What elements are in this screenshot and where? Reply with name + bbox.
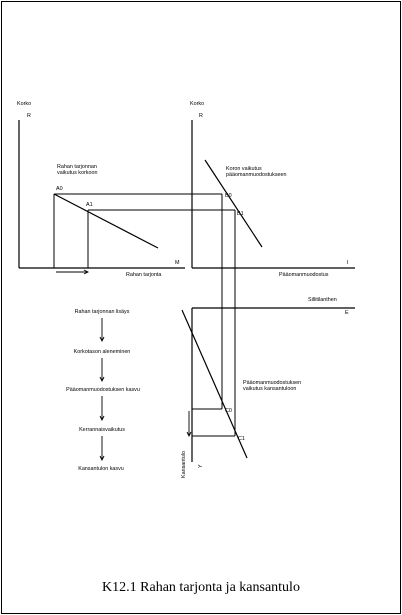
flow-arrowhead-2	[99, 376, 105, 383]
money-increase-arrowhead	[83, 269, 90, 275]
figure-caption: K12.1 Rahan tarjonta ja kansantulo	[102, 580, 300, 595]
lower-panel: Sillitilanthen E Pääomanmuodostuksen vai…	[181, 297, 355, 478]
left-x-axis-symbol: M	[175, 260, 180, 266]
flow-step-4: Kerrannaisvaikutus	[79, 427, 125, 433]
right-panel: Korko R I Pääomanmuodostus Koron vaikutu…	[190, 101, 355, 278]
left-curve-label-line2: vaikutus korkoon	[57, 170, 97, 176]
flow-arrowhead-3	[99, 415, 105, 422]
right-x-axis-symbol: I	[347, 260, 349, 266]
right-curve-label-line1: Koron vaikutus	[226, 166, 262, 172]
equilibrium-line-label: Sillitilanthen	[308, 297, 337, 303]
flow-step-5: Kansantulon kasvu	[78, 466, 124, 472]
point-c0-label: C0	[225, 408, 232, 414]
left-x-axis-label: Rahan tarjonta	[126, 272, 161, 278]
left-y-axis-top-label: Korko	[17, 101, 31, 107]
right-x-axis-label: Pääomanmuodostus	[279, 272, 329, 278]
flow-step-3: Pääomanmuodostuksen kasvu	[66, 387, 140, 393]
income-curve	[181, 309, 248, 459]
right-y-axis-top-label: Korko	[190, 101, 204, 107]
point-b0-label: B0	[225, 193, 232, 199]
left-curve-label-line1: Rahan tarjonnan	[57, 164, 97, 170]
lower-y-axis-label: Kansantulo	[181, 451, 187, 478]
left-panel: Korko R M Rahan tarjonta Rahan tarjonnan…	[17, 101, 185, 278]
left-y-axis-symbol: R	[27, 113, 31, 119]
point-a1-label: A1	[86, 202, 93, 208]
lower-y-axis-symbol: Y	[198, 464, 204, 468]
investment-curve	[204, 159, 263, 248]
flow-arrowhead-1	[99, 336, 105, 343]
right-y-axis-symbol: R	[199, 113, 203, 119]
flow-arrowhead-4	[99, 455, 105, 462]
right-curve-label-line2: pääomanmuodostukseen	[226, 172, 287, 178]
equilibrium-line-symbol: E	[345, 310, 349, 316]
flow-chain: Rahan tarjonnan lisäys Korkotason alenem…	[66, 309, 140, 472]
lower-curve-label-line2: vaikutus kansantuloon	[243, 386, 296, 392]
flow-step-2: Korkotason aleneminen	[74, 349, 131, 355]
money-supply-curve	[53, 193, 159, 249]
income-increase-arrowhead	[186, 431, 192, 438]
point-c1-label: C1	[238, 436, 245, 442]
point-a0-label: A0	[56, 186, 63, 192]
lower-curve-label-line1: Pääomanmuodostuksen	[243, 380, 301, 386]
point-b1-label: B1	[237, 211, 244, 217]
flow-step-1: Rahan tarjonnan lisäys	[75, 309, 130, 315]
